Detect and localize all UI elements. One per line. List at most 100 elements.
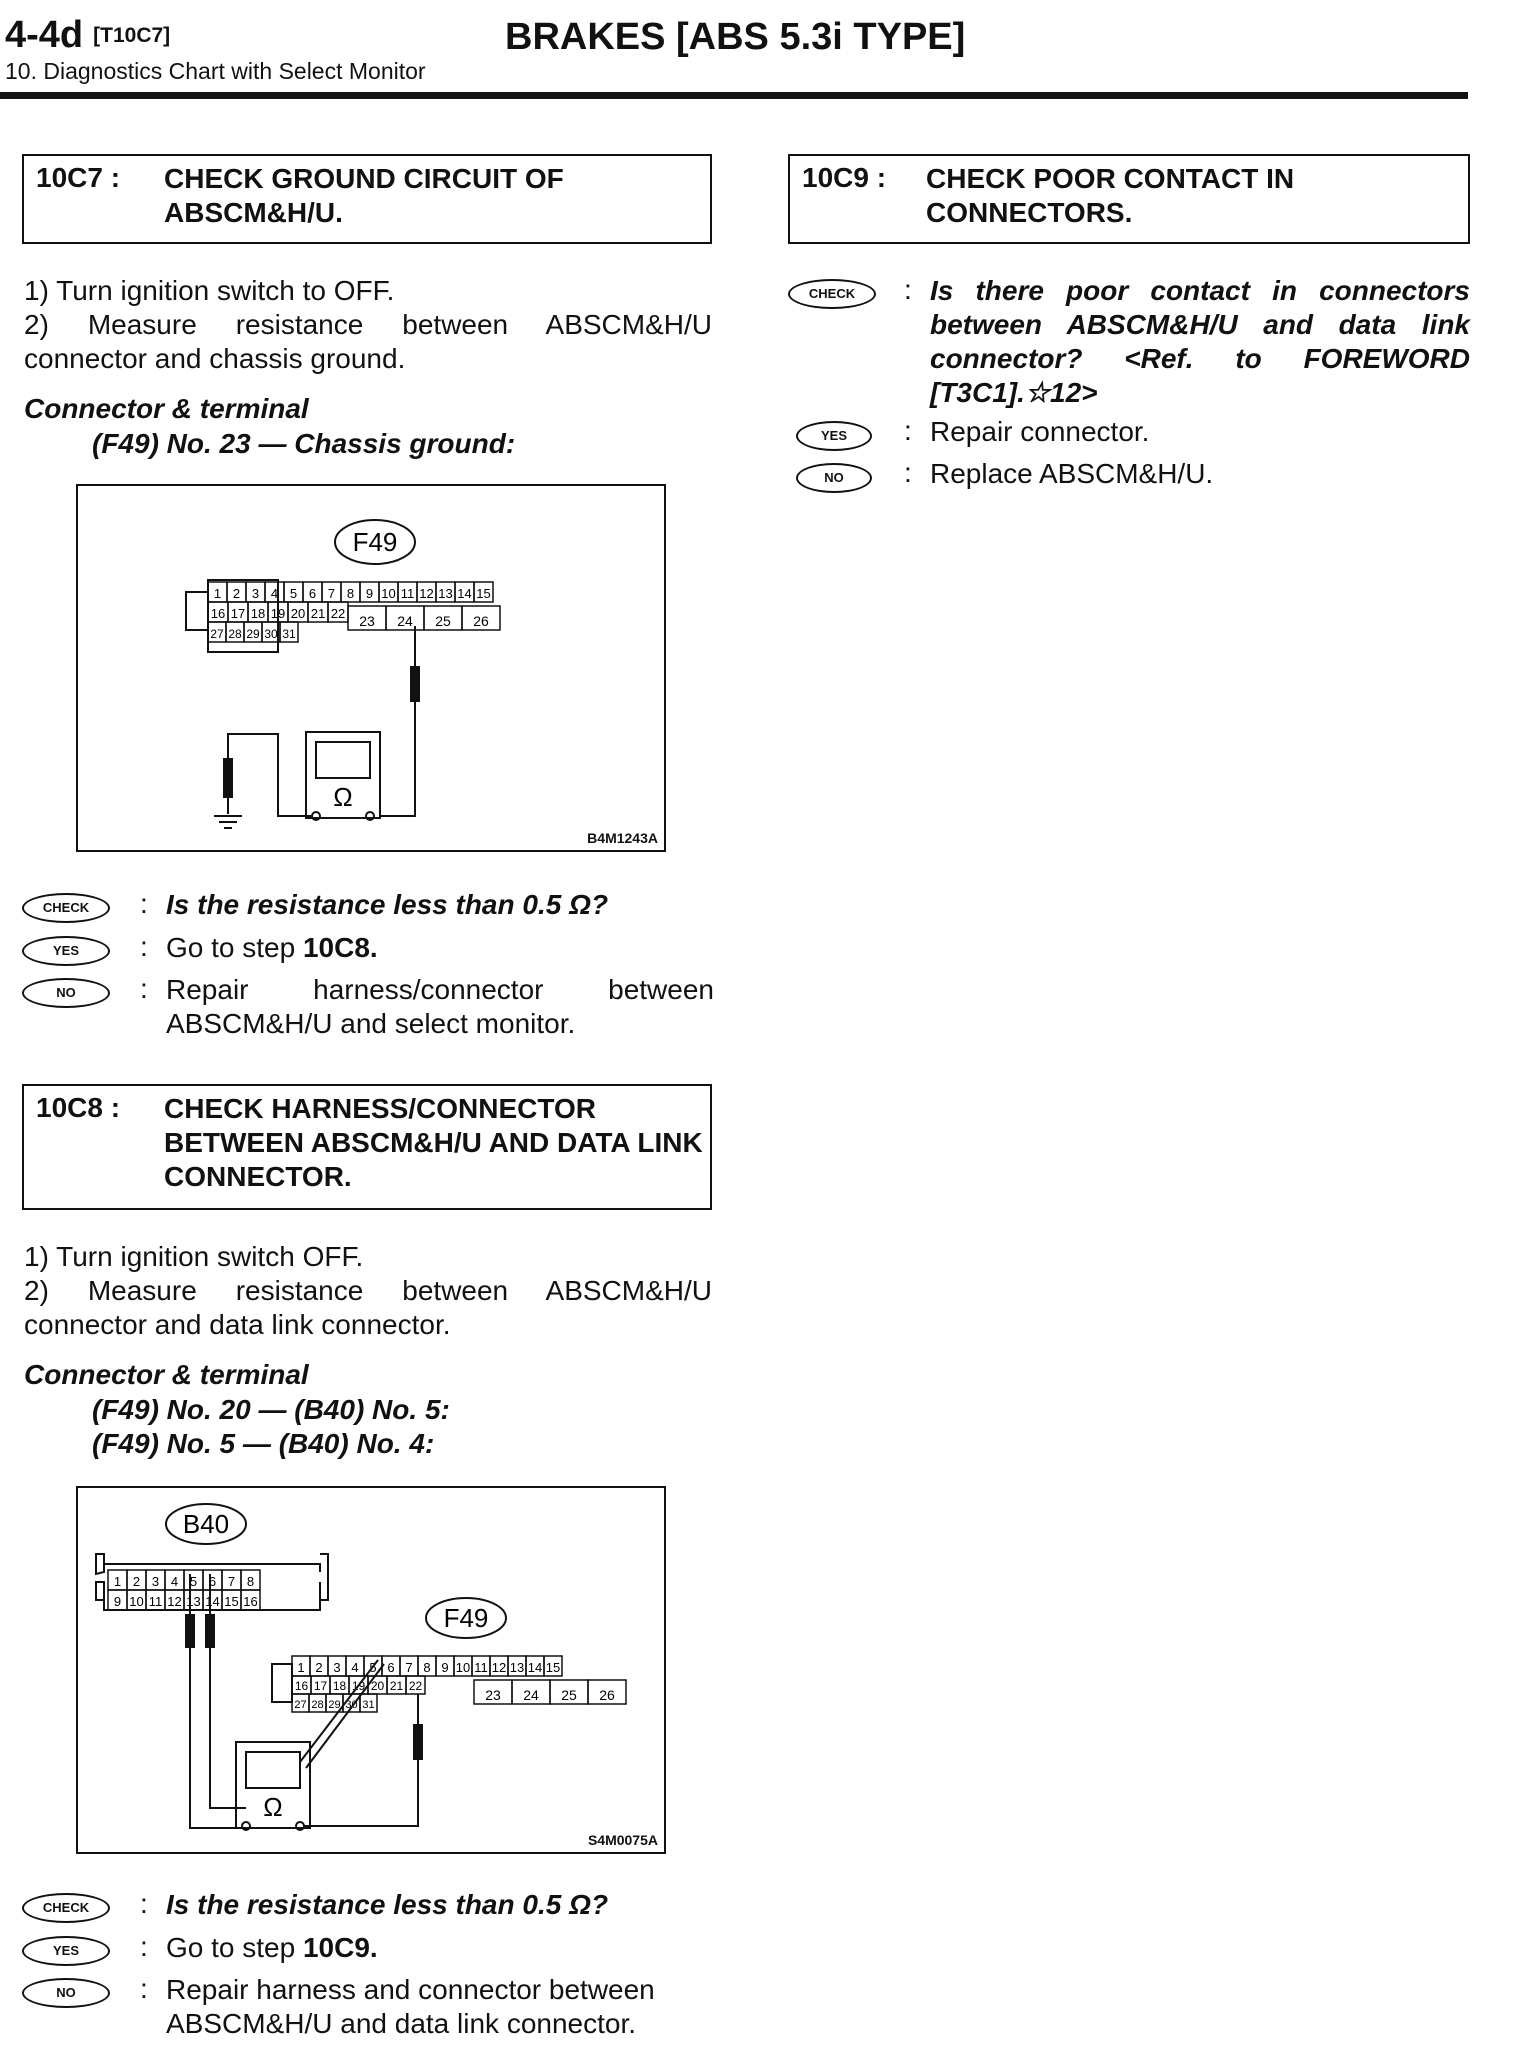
- f49-top-pin-number: 13: [438, 586, 452, 601]
- f49-top-pin-number: 5: [290, 586, 297, 601]
- ohmmeter: Ω: [305, 731, 381, 821]
- figure-code: S4M0075A: [587, 1832, 658, 1848]
- check-question: Is there poor contact in connectors betw…: [930, 275, 1470, 408]
- f49-top-pin-number: 4: [351, 1660, 358, 1675]
- yes-text: Go to step: [166, 1932, 303, 1963]
- section-subtitle: 10. Diagnostics Chart with Select Monito…: [5, 58, 426, 84]
- f49-top-pin-number: 1: [214, 586, 221, 601]
- f49-top-pin-number: 14: [528, 1660, 542, 1675]
- f49-top-pin-number: 14: [457, 586, 471, 601]
- f49-top-pin-number: 3: [252, 586, 259, 601]
- b40-top-pin-number: 2: [133, 1574, 140, 1589]
- f49-low-pin-number: 31: [282, 627, 296, 641]
- b40-top-pin-number: 8: [247, 1574, 254, 1589]
- step-code: 10C8 :: [36, 1092, 121, 1123]
- f49-top-pin-number: 13: [510, 1660, 524, 1675]
- b40-top-pin-number: 3: [152, 1574, 159, 1589]
- f49-low-pin-number: 29: [246, 627, 260, 641]
- f49-mid-pin-number: 20: [371, 1679, 385, 1693]
- svg-text:Ω: Ω: [333, 782, 352, 812]
- f49-mid-pin-number: 22: [409, 1679, 423, 1693]
- f49-label: F49: [444, 1603, 489, 1633]
- check-question: Is the resistance less than 0.5 Ω?: [166, 1889, 609, 1920]
- f49-low-pin-number: 27: [294, 1699, 306, 1711]
- b40-bot-pin-number: 16: [243, 1594, 257, 1609]
- no-badge: NO: [796, 463, 872, 493]
- step-10c8-box: 10C8 : CHECK HARNESS/CONNECTOR BETWEEN A…: [22, 1084, 712, 1210]
- f49-mid-pin: [405, 1675, 426, 1695]
- b40-top-pin-number: 7: [228, 1574, 235, 1589]
- step-10c9-box: 10C9 : CHECK POOR CONTACT IN CONNECTORS.: [788, 154, 1470, 244]
- f49-big-pin-number: 26: [599, 1687, 615, 1703]
- b40-bot-pin-number: 13: [186, 1594, 200, 1609]
- no-action: Replace ABSCM&H/U.: [930, 458, 1214, 489]
- connector-terminal-spec-2: (F49) No. 5 — (B40) No. 4:: [92, 1428, 435, 1459]
- b40-top-pin-number: 4: [171, 1574, 178, 1589]
- colon: :: [904, 415, 912, 446]
- b40-bot-pin-number: 15: [224, 1594, 238, 1609]
- f49-big-pin-number: 26: [473, 613, 489, 629]
- yes-text: Go to step: [166, 932, 303, 963]
- b40-bot-pin-number: 14: [205, 1594, 219, 1609]
- colon: :: [140, 973, 148, 1004]
- b40-label: B40: [183, 1509, 229, 1539]
- yes-badge: YES: [796, 421, 872, 451]
- f49-mid-pin-number: 20: [291, 606, 305, 621]
- colon: :: [140, 1973, 148, 2004]
- check-badge: CHECK: [22, 1893, 110, 1923]
- f49-big-pin-number: 25: [435, 613, 451, 629]
- f49-top-pin-number: 1: [297, 1660, 304, 1675]
- f49-low-pin: [359, 1693, 378, 1713]
- b40-top-pin-number: 1: [114, 1574, 121, 1589]
- svg-text:Ω: Ω: [263, 1792, 282, 1822]
- instruction-2: 2) Measure resistance between ABSCM&H/U …: [24, 309, 712, 374]
- f49-top-pin-number: 7: [405, 1660, 412, 1675]
- f49-mid-pin-number: 17: [231, 606, 245, 621]
- yes-step-link[interactable]: 10C9.: [302, 1932, 378, 1963]
- f49-low-pin-number: 30: [264, 627, 278, 641]
- f49-top-pin-number: 4: [271, 586, 278, 601]
- colon: :: [140, 1888, 148, 1919]
- colon: :: [904, 457, 912, 488]
- no-action: Repair harness and connector between ABS…: [166, 1974, 655, 2039]
- f49-big-pin-number: 25: [561, 1687, 577, 1703]
- f49-low-pin-number: 28: [311, 1699, 323, 1711]
- check-badge: CHECK: [788, 279, 876, 309]
- figure-code: B4M1243A: [587, 830, 658, 846]
- connector-terminal-label: Connector & terminal: [24, 393, 309, 424]
- yes-action: Go to step 10C9.: [166, 1931, 378, 1965]
- instruction-1: 1) Turn ignition switch OFF.: [24, 1241, 364, 1272]
- page-ref: [T10C7]: [93, 24, 171, 47]
- f49-top-pin-number: 12: [492, 1660, 506, 1675]
- colon: :: [904, 274, 912, 305]
- f49-big-pin: [461, 605, 501, 631]
- step-10c7-box: 10C7 : CHECK GROUND CIRCUIT OF ABSCM&H/U…: [22, 154, 712, 244]
- page-code: 4-4d[T10C7]: [5, 14, 170, 57]
- yes-step-link[interactable]: 10C8.: [302, 932, 378, 963]
- connector-terminal-spec-1: (F49) No. 20 — (B40) No. 5:: [92, 1394, 450, 1425]
- f49-mid-pin-number: 16: [295, 1679, 309, 1693]
- connector-terminal-label: Connector & terminal: [24, 1359, 309, 1390]
- colon: :: [140, 888, 148, 919]
- f49-low-pin-number: 31: [362, 1699, 374, 1711]
- f49-top-pin-number: 12: [419, 586, 433, 601]
- no-badge: NO: [22, 978, 110, 1008]
- f49-big-pin: [587, 1679, 627, 1705]
- b40-bot-pin: [240, 1589, 261, 1611]
- b40-bot-pin-number: 9: [114, 1594, 121, 1609]
- f49-top-pin-number: 3: [333, 1660, 340, 1675]
- f49-top-pin-number: 2: [233, 586, 240, 601]
- f49-mid-pin-number: 19: [271, 606, 285, 621]
- header-rule: [0, 92, 1468, 99]
- step-code: 10C9 :: [802, 162, 887, 193]
- f49-top-pin-number: 15: [476, 586, 490, 601]
- f49-top-pin-number: 9: [441, 1660, 448, 1675]
- f49-top-pin-number: 6: [309, 586, 316, 601]
- b40-bot-pin-number: 11: [149, 1594, 163, 1609]
- f49-big-pin-number: 24: [523, 1687, 539, 1703]
- f49-top-pin-number: 7: [328, 586, 335, 601]
- f49-big-pin-number: 23: [359, 613, 375, 629]
